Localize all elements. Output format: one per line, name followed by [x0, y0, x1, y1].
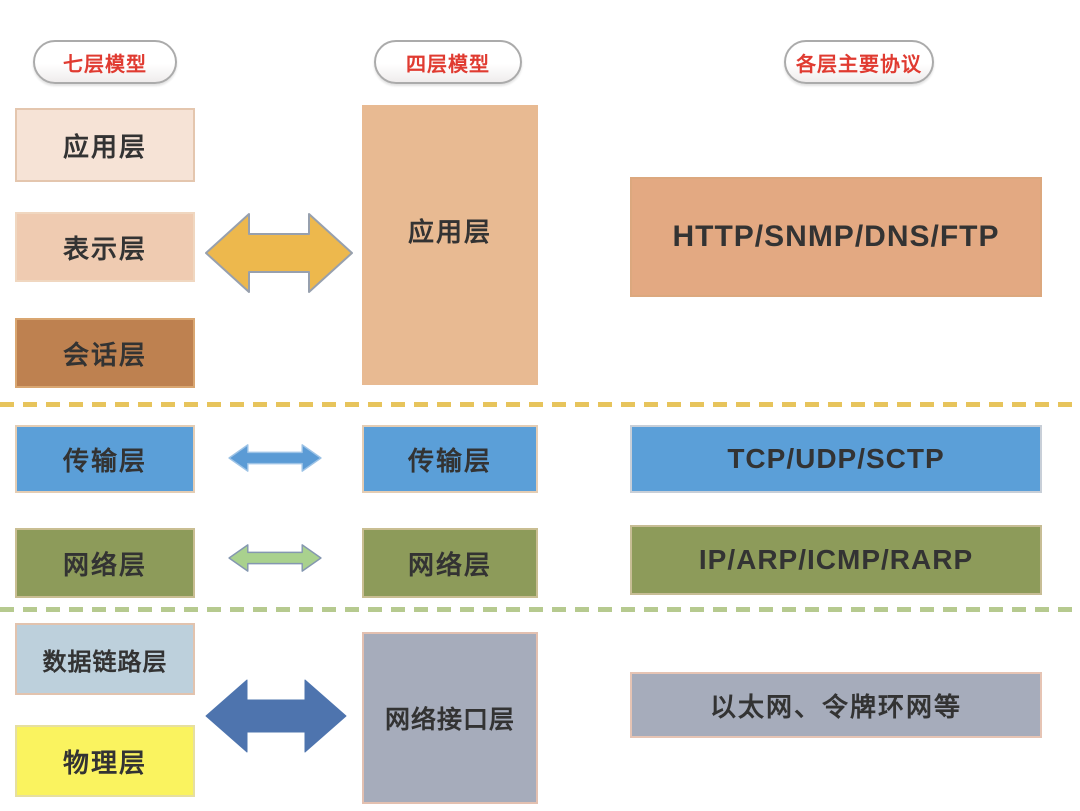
osi-layer-presentation: 表示层	[15, 212, 195, 282]
osi-layer-application: 应用层	[15, 108, 195, 182]
protocols-application: HTTP/SNMP/DNS/FTP	[630, 177, 1042, 297]
osi-layer-session: 会话层	[15, 318, 195, 388]
tcpip-layer-transport: 传输层	[362, 425, 538, 493]
tcpip-layer-application: 应用层	[362, 105, 538, 385]
protocols-label: TCP/UDP/SCTP	[727, 443, 945, 474]
layer-label: 网络层	[407, 549, 492, 580]
layer-label: 数据链路层	[42, 648, 168, 676]
double-arrow-transport-icon	[228, 444, 322, 472]
osi-layer-transport: 传输层	[15, 425, 195, 493]
divider-link-boundary	[0, 607, 1080, 612]
layer-label: 物理层	[62, 747, 147, 778]
badge-label: 四层模型	[406, 53, 490, 76]
double-arrow-link-icon	[205, 679, 347, 753]
protocols-network-interface: 以太网、令牌环网等	[630, 672, 1042, 738]
divider-transport-boundary	[0, 402, 1080, 407]
protocols-label: 以太网、令牌环网等	[709, 691, 962, 722]
osi-layer-physical: 物理层	[15, 725, 195, 797]
protocols-label: IP/ARP/ICMP/RARP	[698, 544, 974, 575]
tcpip-layer-network: 网络层	[362, 528, 538, 598]
layer-label: 表示层	[62, 233, 147, 264]
protocols-transport: TCP/UDP/SCTP	[630, 425, 1042, 493]
badge-main-protocols: 各层主要协议	[784, 40, 934, 84]
protocols-network: IP/ARP/ICMP/RARP	[630, 525, 1042, 595]
double-arrow-application-icon	[205, 213, 353, 293]
layer-label: 传输层	[407, 445, 492, 476]
layer-label: 应用层	[407, 217, 492, 247]
badge-label: 七层模型	[63, 53, 147, 76]
layer-label: 应用层	[62, 131, 147, 162]
osi-layer-datalink: 数据链路层	[15, 623, 195, 695]
layer-label: 会话层	[62, 339, 147, 370]
badge-four-layer-model: 四层模型	[374, 40, 522, 84]
double-arrow-network-icon	[228, 544, 322, 572]
layer-label: 传输层	[62, 445, 147, 476]
osi-layer-network: 网络层	[15, 528, 195, 598]
layer-label: 网络层	[62, 549, 147, 580]
layer-label: 网络接口层	[384, 706, 515, 734]
tcpip-layer-network-interface: 网络接口层	[362, 632, 538, 804]
badge-label: 各层主要协议	[796, 53, 922, 76]
protocols-label: HTTP/SNMP/DNS/FTP	[672, 220, 1000, 253]
badge-seven-layer-model: 七层模型	[33, 40, 177, 84]
